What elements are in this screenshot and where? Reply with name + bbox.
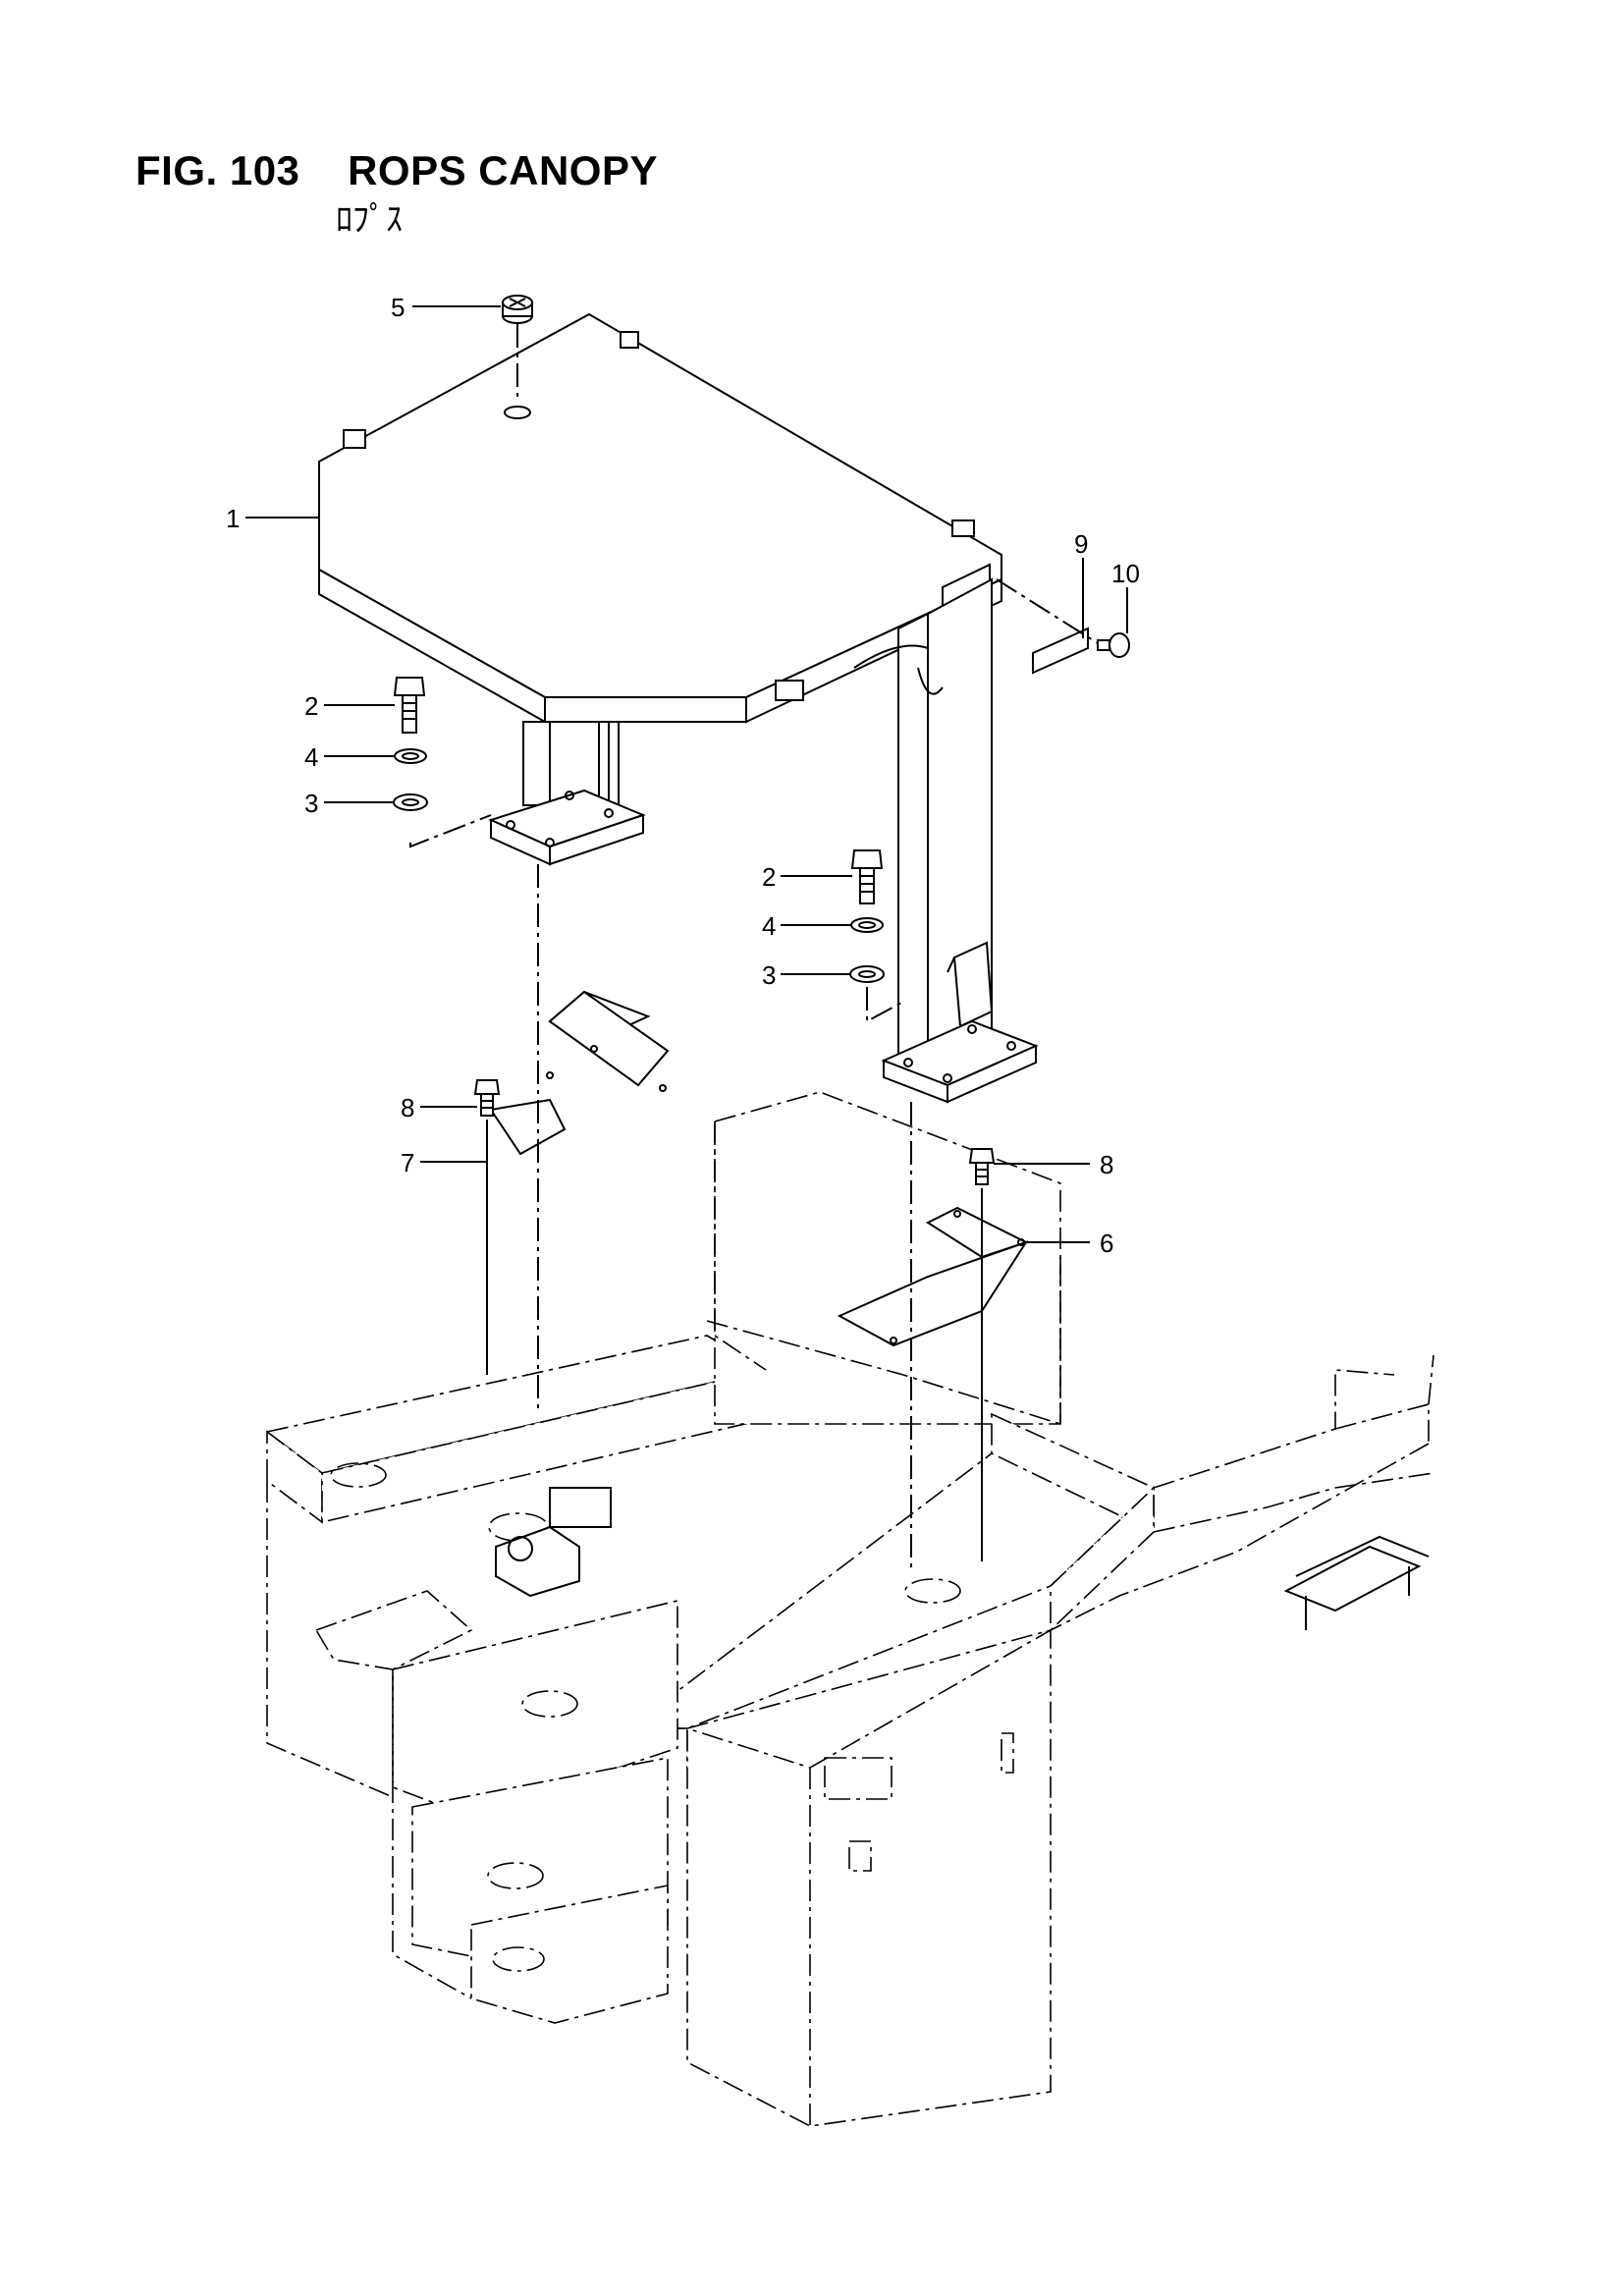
decal-assembly-line	[996, 578, 1099, 644]
callout-7: 7	[401, 1148, 414, 1177]
figure-name: ROPS CANOPY	[348, 147, 658, 193]
callout-4-right: 4	[762, 911, 776, 941]
figure-title-block: FIG. 103 ROPS CANOPY ﾛﾌﾟｽ	[135, 147, 658, 241]
callout-4-left: 4	[304, 742, 318, 772]
bolt-2-right	[850, 849, 884, 904]
decal-plate-9	[1032, 627, 1089, 675]
figure-title: FIG. 103 ROPS CANOPY	[135, 147, 658, 194]
callout-5: 5	[391, 293, 405, 322]
figure-number: FIG. 103	[135, 147, 300, 193]
figure-subtitle: ﾛﾌﾟｽ	[336, 200, 403, 240]
callout-10: 10	[1111, 559, 1140, 588]
cover-plate-right-6	[837, 1206, 1029, 1347]
bolt-8-left	[473, 1079, 501, 1117]
callout-8-right: 8	[1100, 1150, 1113, 1179]
callout-9: 9	[1074, 529, 1088, 559]
washer-3-left	[393, 793, 428, 811]
callout-2-right: 2	[762, 862, 776, 892]
plug-5	[502, 295, 533, 324]
callout-8-left: 8	[401, 1093, 414, 1122]
spring-washer-4-right	[850, 917, 884, 933]
bolt-8-right	[968, 1148, 996, 1185]
callout-6: 6	[1100, 1229, 1113, 1258]
callout-1: 1	[226, 504, 240, 533]
callout-3-right: 3	[762, 960, 776, 990]
callout-2-left: 2	[304, 691, 318, 721]
bolt-2-left	[393, 677, 426, 734]
screw-10	[1097, 632, 1130, 658]
rops-canopy	[318, 312, 1039, 1104]
callouts: 5 1 2 4 3 2 4 3 8 7 8 6 9 10	[226, 293, 1140, 1258]
washer-3-right	[849, 965, 885, 983]
spring-washer-4-left	[394, 748, 427, 764]
cover-plate-left-7	[489, 990, 670, 1156]
base-frame-phantom	[265, 1091, 1434, 2127]
bolt-2-left-leader	[409, 814, 492, 848]
callout-3-left: 3	[304, 789, 318, 818]
bolt-2-right-leader	[866, 987, 904, 1023]
